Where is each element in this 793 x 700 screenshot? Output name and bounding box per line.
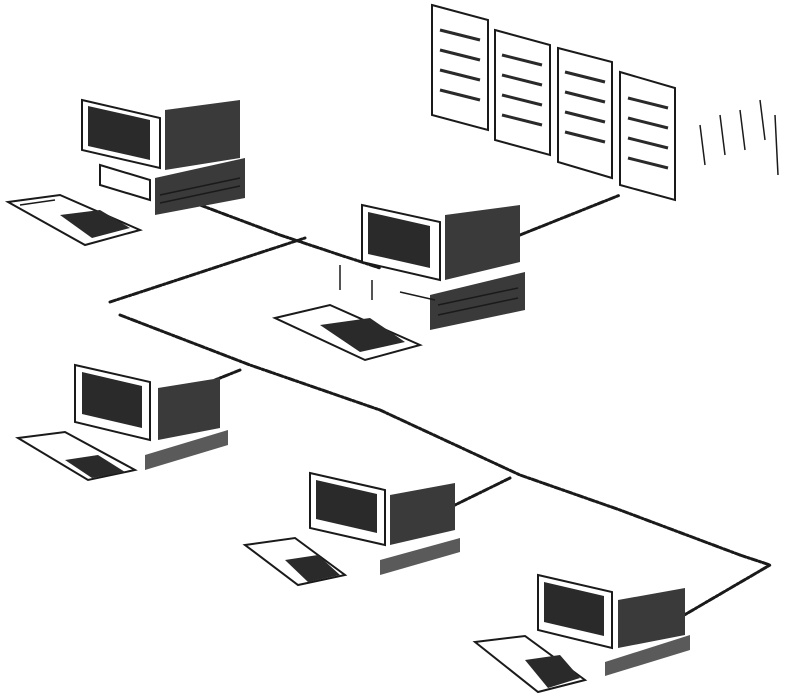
document-stack xyxy=(432,5,778,200)
desktop-computer-icon xyxy=(340,205,525,330)
keyboard-icon xyxy=(275,305,420,360)
workstation-3 xyxy=(18,365,228,480)
keyboard-icon xyxy=(8,195,140,245)
cable-to-ws4 xyxy=(455,478,510,505)
workstation-5 xyxy=(475,575,690,692)
workstation-4 xyxy=(245,473,460,585)
workstation-2 xyxy=(275,205,525,360)
cable-server-to-docs xyxy=(520,195,620,235)
keyboard-icon xyxy=(475,636,585,692)
document-pages-icon xyxy=(432,5,778,200)
desktop-computer-icon xyxy=(310,473,460,575)
desktop-computer-icon xyxy=(82,100,245,215)
workstation-1 xyxy=(8,100,245,245)
keyboard-icon xyxy=(18,432,135,480)
cable-ws1-to-server xyxy=(200,205,380,268)
cable-hub-upper xyxy=(110,238,305,302)
keyboard-icon xyxy=(245,538,345,585)
